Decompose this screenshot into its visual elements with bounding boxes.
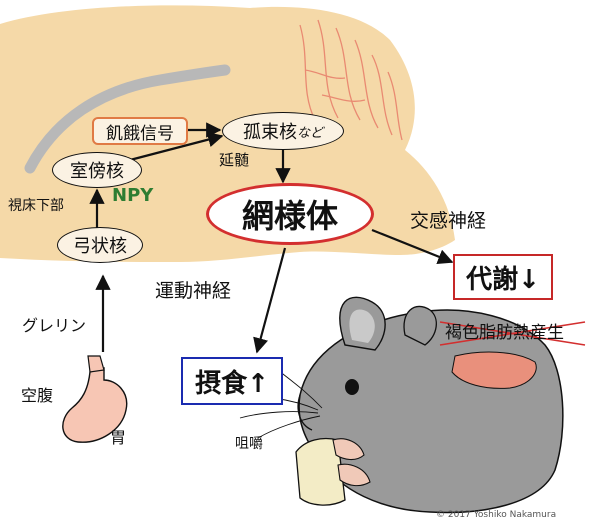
arrow-reticular-to-metabolism [371,228,454,265]
sympathetic-label: 交感神経 [410,210,487,232]
reticular-oval: 網様体 [206,183,374,245]
hypothalamus-label: 視床下部 [8,198,64,214]
chewing-label: 咀嚼 [235,436,263,452]
ghrelin-label: グレリン [22,316,87,335]
ventricle [24,64,231,174]
reticular-label: 網様体 [241,197,338,235]
brown-fat-cross [439,321,586,346]
paraventricular-label: 室傍核 [70,161,124,182]
cerebellum-folds [299,19,403,141]
food-block [295,437,346,506]
medulla-label: 延髄 [219,151,250,169]
arcuate-oval: 弓状核 [57,227,143,263]
rat-illustration [237,296,564,514]
arrow-paraventricular-to-solitary [129,132,224,162]
stomach-shape [62,367,128,443]
arrow-reticular-to-intake [253,247,287,354]
arcuate-label: 弓状核 [73,236,127,257]
stomach-label: 胃 [110,428,127,447]
metabolism-box: 代謝↓ [453,254,553,300]
brown-fat-label: 褐色脂肪熱産生 [445,323,564,343]
hunger-signal-box: 飢餓信号 [92,117,188,145]
metabolism-label: 代謝↓ [466,264,540,295]
intake-label: 摂食↑ [195,368,269,399]
solitary-nucleus-oval: 孤束核など [222,112,344,150]
solitary-nucleus-label: 孤束核 [242,122,297,143]
copyright-label: © 2017 Yoshiko Nakamura [436,510,557,520]
paraventricular-oval: 室傍核 [52,152,142,188]
intake-box: 摂食↑ [181,357,283,405]
npy-label: NPY [112,185,154,206]
fasting-label: 空腹 [21,386,54,405]
solitary-nucleus-suffix: など [296,125,323,141]
brown-fat-patch [451,351,537,389]
hunger-signal-label: 飢餓信号 [106,123,174,144]
motor-label: 運動神経 [155,280,232,302]
